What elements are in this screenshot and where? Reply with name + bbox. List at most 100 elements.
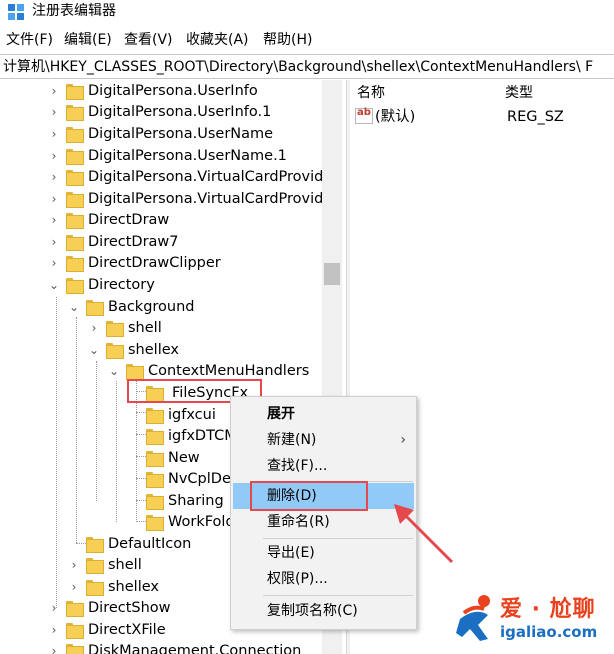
chevron-down-icon[interactable]: ⌄ bbox=[88, 343, 100, 357]
tree-node[interactable]: › shell bbox=[0, 554, 322, 576]
menu-view[interactable]: 查看(V) bbox=[124, 32, 173, 48]
chevron-right-icon[interactable]: › bbox=[51, 192, 57, 206]
chevron-right-icon[interactable]: › bbox=[51, 601, 57, 615]
chevron-right-icon[interactable]: › bbox=[51, 127, 57, 141]
chevron-right-icon[interactable]: › bbox=[51, 149, 57, 163]
chevron-right-icon[interactable]: › bbox=[51, 623, 57, 637]
tree-node[interactable]: igfxDTCM bbox=[0, 425, 322, 447]
tree-node-selected[interactable]: FileSyncFx bbox=[0, 382, 322, 404]
tree-node-label: DirectDraw7 bbox=[88, 234, 179, 250]
menu-item-rename[interactable]: 重命名(R) bbox=[267, 514, 330, 530]
chevron-down-icon[interactable]: ⌄ bbox=[68, 300, 80, 314]
chevron-right-icon[interactable]: › bbox=[51, 84, 57, 98]
menu-item-new[interactable]: 新建(N) › bbox=[233, 427, 414, 453]
address-path[interactable]: 计算机\HKEY_CLASSES_ROOT\Directory\Backgrou… bbox=[3, 59, 594, 75]
tree-node[interactable]: › DigitalPersona.UserName bbox=[0, 123, 322, 145]
tree-node[interactable]: New bbox=[0, 447, 322, 469]
pane-splitter[interactable] bbox=[346, 80, 350, 654]
key-tree-pane[interactable]: › DigitalPersona.UserInfo › DigitalPerso… bbox=[0, 80, 346, 654]
tree-node[interactable]: › DigitalPersona.VirtualCardProvid bbox=[0, 166, 323, 188]
menu-item-permissions[interactable]: 权限(P)... bbox=[267, 571, 328, 587]
tree-node-label: shell bbox=[108, 557, 142, 573]
menu-favorites[interactable]: 收藏夹(A) bbox=[186, 32, 249, 48]
chevron-down-icon[interactable]: ⌄ bbox=[108, 364, 120, 378]
tree-node[interactable]: › DigitalPersona.UserInfo.1 bbox=[0, 101, 322, 123]
menu-bar: 文件(F) 编辑(E) 查看(V) 收藏夹(A) 帮助(H) bbox=[0, 28, 614, 52]
string-value-icon: ab bbox=[355, 107, 373, 124]
chevron-right-icon[interactable]: › bbox=[51, 256, 57, 270]
chevron-right-icon[interactable]: › bbox=[51, 235, 57, 249]
chevron-right-icon[interactable]: › bbox=[51, 170, 57, 184]
context-menu: 展开 新建(N) › 查找(F)... 删除(D) 重命名(R) 导出(E) 权… bbox=[230, 396, 417, 630]
menu-item-delete[interactable]: 删除(D) bbox=[233, 483, 414, 509]
column-header-name[interactable]: 名称 bbox=[357, 85, 385, 101]
chevron-right-icon[interactable]: › bbox=[51, 644, 57, 654]
tree-node[interactable]: ⌄ Background bbox=[0, 296, 322, 318]
menu-item-copy-key-name[interactable]: 复制项名称(C) bbox=[267, 603, 358, 619]
tree-node[interactable]: › DigitalPersona.VirtualCardProvid bbox=[0, 188, 323, 210]
tree-node[interactable]: › DigitalPersona.UserName.1 bbox=[0, 145, 322, 167]
folder-icon bbox=[146, 408, 164, 424]
column-header-type[interactable]: 类型 bbox=[505, 85, 533, 101]
tree-node[interactable]: › shell bbox=[0, 317, 322, 339]
chevron-right-icon[interactable]: › bbox=[51, 105, 57, 119]
folder-icon bbox=[146, 451, 164, 467]
scrollbar-thumb[interactable] bbox=[324, 263, 340, 285]
tree-node[interactable]: › DirectXFile bbox=[0, 619, 322, 641]
tree-node[interactable]: Sharing bbox=[0, 490, 322, 512]
folder-icon bbox=[66, 213, 84, 229]
menu-file[interactable]: 文件(F) bbox=[6, 32, 53, 48]
value-row[interactable]: ab (默认) REG_SZ bbox=[355, 106, 610, 128]
chevron-right-icon[interactable]: › bbox=[51, 213, 57, 227]
chevron-right-icon: › bbox=[400, 432, 406, 448]
tree-node[interactable]: › DiskManagement.Connection bbox=[0, 640, 322, 654]
menu-help[interactable]: 帮助(H) bbox=[263, 32, 313, 48]
chevron-right-icon[interactable]: › bbox=[91, 321, 97, 335]
tree-connector bbox=[136, 381, 137, 522]
tree-node[interactable]: NvCplDe bbox=[0, 468, 322, 490]
address-bar[interactable]: 计算机\HKEY_CLASSES_ROOT\Directory\Backgrou… bbox=[0, 54, 614, 79]
window-title: 注册表编辑器 bbox=[32, 3, 116, 19]
tree-node[interactable]: ⌄ Directory bbox=[0, 274, 322, 296]
folder-icon bbox=[86, 558, 104, 574]
folder-icon bbox=[66, 278, 84, 294]
tree-node[interactable]: › DirectDrawClipper bbox=[0, 252, 322, 274]
tree-node[interactable]: › DirectDraw bbox=[0, 209, 322, 231]
tree-node[interactable]: › shellex bbox=[0, 576, 322, 598]
folder-icon bbox=[66, 105, 84, 121]
annotation-delete-box bbox=[250, 481, 368, 511]
tree-node-label: WorkFold bbox=[168, 514, 235, 530]
tree-node-label: ContextMenuHandlers bbox=[148, 363, 310, 379]
tree-node-label: shell bbox=[128, 320, 162, 336]
folder-icon bbox=[66, 623, 84, 639]
chevron-right-icon[interactable]: › bbox=[71, 558, 77, 572]
tree-node[interactable]: DefaultIcon bbox=[0, 533, 322, 555]
menu-item-export[interactable]: 导出(E) bbox=[267, 545, 315, 561]
tree-node-label: shellex bbox=[128, 342, 179, 358]
chevron-down-icon[interactable]: ⌄ bbox=[48, 278, 60, 292]
menu-item-expand[interactable]: 展开 bbox=[267, 406, 295, 422]
tree-node[interactable]: WorkFold bbox=[0, 511, 322, 533]
tree-node[interactable]: ⌄ shellex bbox=[0, 339, 322, 361]
tree-node-label: DigitalPersona.UserInfo bbox=[88, 83, 258, 99]
tree-node[interactable]: › DigitalPersona.UserInfo bbox=[0, 80, 322, 102]
tree-node[interactable]: › DirectDraw7 bbox=[0, 231, 322, 253]
tree-node-label: DefaultIcon bbox=[108, 536, 192, 552]
folder-icon bbox=[146, 429, 164, 445]
tree-node[interactable]: › DirectShow bbox=[0, 597, 322, 619]
tree-node-label: DigitalPersona.UserName.1 bbox=[88, 148, 287, 164]
tree-node[interactable]: ⌄ ContextMenuHandlers bbox=[0, 360, 322, 382]
folder-icon bbox=[66, 84, 84, 100]
annotation-arrow-icon bbox=[394, 504, 454, 564]
tree-node[interactable]: igfxcui bbox=[0, 404, 322, 426]
folder-icon bbox=[66, 256, 84, 272]
menu-edit[interactable]: 编辑(E) bbox=[64, 32, 112, 48]
tree-node-label: DigitalPersona.UserInfo.1 bbox=[88, 104, 272, 120]
tree-node-label: igfxDTCM bbox=[168, 428, 237, 444]
tree-node-label: DirectShow bbox=[88, 600, 171, 616]
watermark-brand: 爱 · 尬聊 bbox=[500, 597, 596, 622]
tree-connector bbox=[136, 521, 146, 522]
tree-node-label: Directory bbox=[88, 277, 155, 293]
chevron-right-icon[interactable]: › bbox=[71, 580, 77, 594]
menu-item-find[interactable]: 查找(F)... bbox=[267, 458, 328, 474]
